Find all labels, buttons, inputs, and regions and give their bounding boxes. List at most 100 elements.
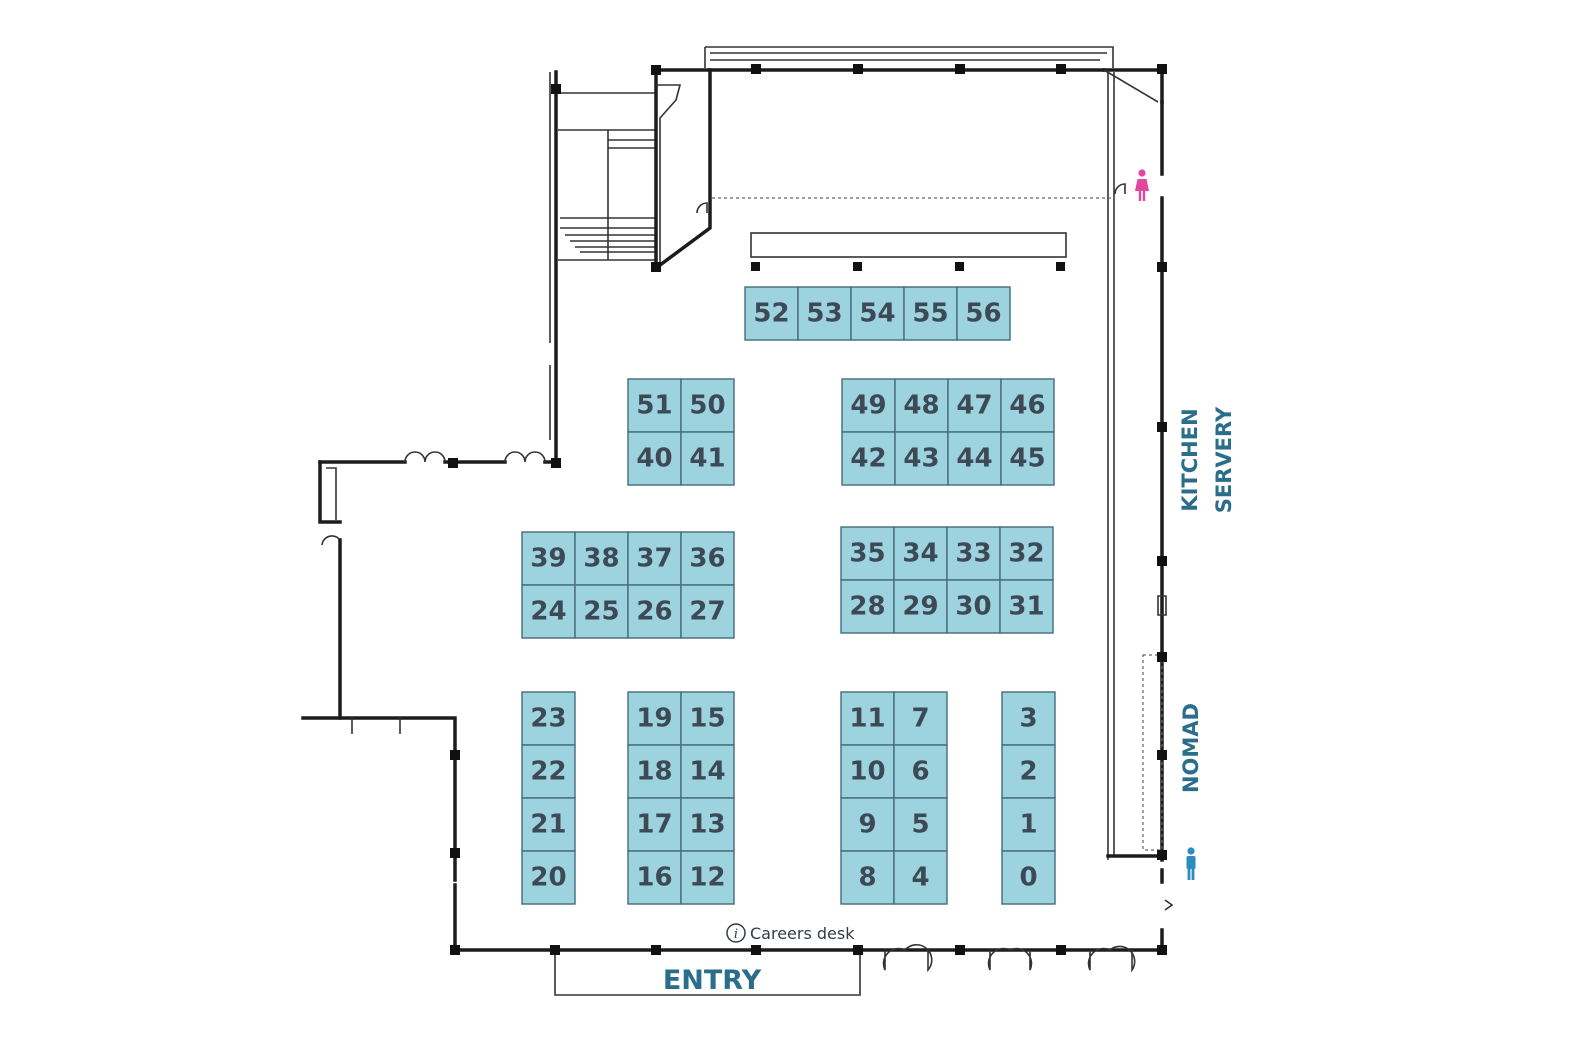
booth-34[interactable]: 34 [893,526,948,581]
booth-row-52-56: 52 53 54 55 56 [744,286,1011,341]
booth-number: 44 [956,444,992,474]
booth-2[interactable]: 2 [1001,744,1056,799]
booth-number: 33 [955,539,991,569]
booth-3[interactable]: 3 [1001,691,1056,746]
booth-number: 46 [1009,391,1045,421]
booth-column-0-3: 3 2 1 0 [1001,691,1056,905]
booth-45[interactable]: 45 [1000,431,1055,486]
booth-block-42-49: 49 48 47 46 42 43 44 45 [841,378,1055,486]
booth-block-24-39: 39 38 37 36 24 25 26 27 [521,531,735,639]
booth-36[interactable]: 36 [680,531,735,586]
booth-number: 38 [583,544,619,574]
booth-number: 36 [689,544,725,574]
booth-25[interactable]: 25 [574,584,629,639]
booth-column-20-23: 23 22 21 20 [521,691,576,905]
booth-number: 56 [965,299,1001,329]
booth-number: 10 [849,757,885,787]
booth-13[interactable]: 13 [680,797,735,852]
booth-52[interactable]: 52 [744,286,799,341]
booth-54[interactable]: 54 [850,286,905,341]
booth-8[interactable]: 8 [840,850,895,905]
booth-55[interactable]: 55 [903,286,958,341]
booth-39[interactable]: 39 [521,531,576,586]
booth-4[interactable]: 4 [893,850,948,905]
booth-number: 22 [530,757,566,787]
booth-30[interactable]: 30 [946,579,1001,634]
booth-49[interactable]: 49 [841,378,896,433]
booth-32[interactable]: 32 [999,526,1054,581]
booth-number: 37 [636,544,672,574]
booth-18[interactable]: 18 [627,744,682,799]
booth-11[interactable]: 11 [840,691,895,746]
booth-31[interactable]: 31 [999,579,1054,634]
structural-posts [448,64,1167,955]
booth-number: 52 [753,299,789,329]
booth-number: 6 [911,757,929,787]
booth-40[interactable]: 40 [627,431,682,486]
booth-20[interactable]: 20 [521,850,576,905]
careers-desk-label: Careers desk [750,924,855,943]
booth-33[interactable]: 33 [946,526,1001,581]
booth-43[interactable]: 43 [894,431,949,486]
booth-21[interactable]: 21 [521,797,576,852]
booth-1[interactable]: 1 [1001,797,1056,852]
booth-12[interactable]: 12 [680,850,735,905]
booth-17[interactable]: 17 [627,797,682,852]
booth-29[interactable]: 29 [893,579,948,634]
booth-56[interactable]: 56 [956,286,1011,341]
booth-number: 51 [636,391,672,421]
careers-desk[interactable]: i Careers desk [726,923,855,943]
booth-53[interactable]: 53 [797,286,852,341]
booth-16[interactable]: 16 [627,850,682,905]
booth-46[interactable]: 46 [1000,378,1055,433]
booth-48[interactable]: 48 [894,378,949,433]
booth-number: 19 [636,704,672,734]
booth-37[interactable]: 37 [627,531,682,586]
booth-27[interactable]: 27 [680,584,735,639]
booth-23[interactable]: 23 [521,691,576,746]
booth-41[interactable]: 41 [680,431,735,486]
booth-38[interactable]: 38 [574,531,629,586]
booth-number: 31 [1008,592,1044,622]
booth-35[interactable]: 35 [840,526,895,581]
booth-26[interactable]: 26 [627,584,682,639]
booth-number: 21 [530,810,566,840]
booth-number: 35 [849,539,885,569]
booth-block-40-51: 51 50 40 41 [627,378,735,486]
booth-42[interactable]: 42 [841,431,896,486]
booth-number: 43 [903,444,939,474]
booth-number: 14 [689,757,725,787]
booth-44[interactable]: 44 [947,431,1002,486]
booth-19[interactable]: 19 [627,691,682,746]
booth-number: 9 [858,810,876,840]
booth-47[interactable]: 47 [947,378,1002,433]
booth-24[interactable]: 24 [521,584,576,639]
booth-14[interactable]: 14 [680,744,735,799]
booth-number: 5 [911,810,929,840]
booth-10[interactable]: 10 [840,744,895,799]
booth-number: 20 [530,863,566,893]
booth-5[interactable]: 5 [893,797,948,852]
booth-number: 16 [636,863,672,893]
booth-number: 32 [1008,539,1044,569]
booth-22[interactable]: 22 [521,744,576,799]
booth-51[interactable]: 51 [627,378,682,433]
entry-label: ENTRY [663,965,762,996]
booth-50[interactable]: 50 [680,378,735,433]
booth-number: 39 [530,544,566,574]
info-icon: i [726,923,746,943]
booth-7[interactable]: 7 [893,691,948,746]
booth-28[interactable]: 28 [840,579,895,634]
booth-number: 45 [1009,444,1045,474]
booth-block-28-35: 35 34 33 32 28 29 30 31 [840,526,1054,634]
booth-15[interactable]: 15 [680,691,735,746]
booth-number: 29 [902,592,938,622]
booth-number: 28 [849,592,885,622]
booth-0[interactable]: 0 [1001,850,1056,905]
booth-number: 54 [859,299,895,329]
booth-number: 25 [583,597,619,627]
booth-number: 3 [1019,704,1037,734]
booth-6[interactable]: 6 [893,744,948,799]
booth-9[interactable]: 9 [840,797,895,852]
